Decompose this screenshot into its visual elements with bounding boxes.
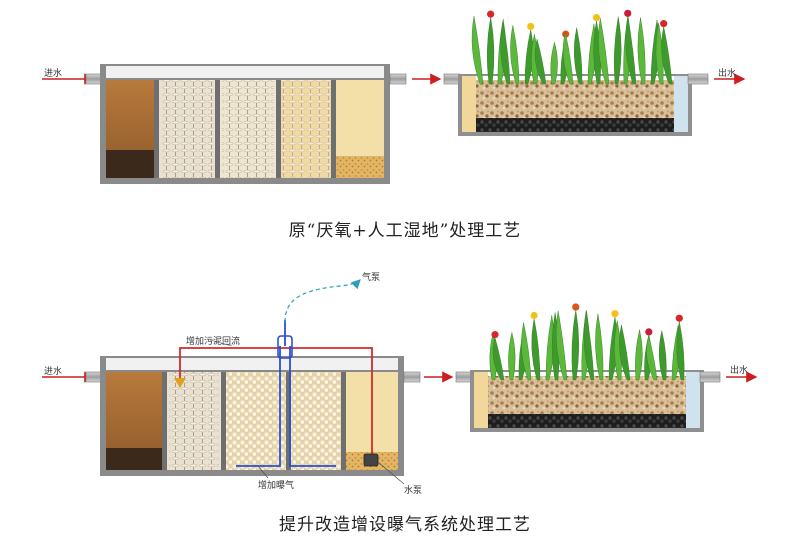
plant-flower	[675, 314, 683, 322]
label-sludge-return: 增加污泥回流	[186, 337, 241, 347]
plant-leaf	[486, 17, 495, 85]
plant-leaf	[521, 322, 532, 381]
plant-leaf	[595, 313, 604, 381]
label-air-supply: 气泵	[362, 273, 381, 283]
wetland-top	[443, 73, 709, 136]
plant-leaf	[598, 18, 610, 85]
label-inflow-bottom: 进水	[44, 367, 63, 377]
label-aeration: 增加曝气	[258, 481, 295, 491]
wetland-bottom	[455, 370, 721, 432]
plant-flower	[491, 330, 499, 339]
plant-flower	[592, 14, 601, 22]
plant-leaf	[637, 17, 646, 85]
pump-leader-line	[377, 461, 405, 485]
water-pump	[363, 453, 379, 467]
label-inflow-top: 进水	[44, 69, 63, 79]
plant-flower	[527, 22, 535, 31]
wetland-plants-bottom	[489, 303, 685, 381]
plant-leaf	[500, 21, 511, 85]
sludge-return-outlet	[174, 378, 186, 388]
plant-leaf	[550, 41, 558, 85]
upgraded-tank-bottom	[100, 356, 404, 476]
plant-leaf	[545, 315, 555, 381]
plant-flower	[487, 10, 495, 18]
plant-leaf	[573, 27, 583, 85]
wetland-plants-top	[471, 9, 673, 85]
plant-flower	[645, 328, 653, 336]
aeration-pipe	[236, 320, 336, 467]
caption-upgraded-process: 提升改造增设曝气系统处理工艺	[279, 515, 531, 535]
label-water-pump: 水泵	[404, 486, 423, 496]
sludge-return-pipe	[179, 347, 373, 460]
air-supply-dashed	[284, 279, 361, 323]
outlet-pipe-bottom	[403, 371, 421, 383]
outlet-pipe-top	[389, 73, 407, 85]
plant-flower	[660, 20, 668, 28]
plant-flower	[572, 303, 580, 311]
label-outflow-bottom: 出水	[730, 366, 749, 376]
plant-leaf	[613, 16, 622, 85]
plant-leaf	[635, 329, 643, 381]
sludge-leader-line	[209, 339, 233, 347]
plant-leaf	[655, 22, 664, 85]
top-process	[42, 9, 746, 184]
plant-leaf	[619, 324, 631, 381]
plant-leaf	[562, 32, 574, 85]
plant-leaf	[583, 311, 595, 381]
plant-leaf	[471, 16, 484, 85]
plant-leaf	[646, 335, 658, 381]
bottom-process	[42, 279, 758, 485]
plant-leaf	[508, 332, 516, 381]
plant-flower	[611, 310, 619, 318]
anaerobic-tank-top	[100, 64, 390, 184]
label-outflow-top: 出水	[718, 69, 737, 79]
plant-flower	[530, 311, 538, 320]
plant-leaf	[534, 38, 547, 85]
plant-leaf	[510, 25, 520, 85]
plant-flower	[624, 9, 632, 17]
plant-leaf	[614, 320, 622, 381]
plant-leaf	[555, 310, 568, 381]
aeration-leader-line	[257, 465, 269, 479]
plant-leaf	[571, 309, 579, 381]
caption-original-process: 原“厌氧+人工湿地”处理工艺	[288, 221, 522, 241]
plant-leaf	[658, 330, 667, 381]
